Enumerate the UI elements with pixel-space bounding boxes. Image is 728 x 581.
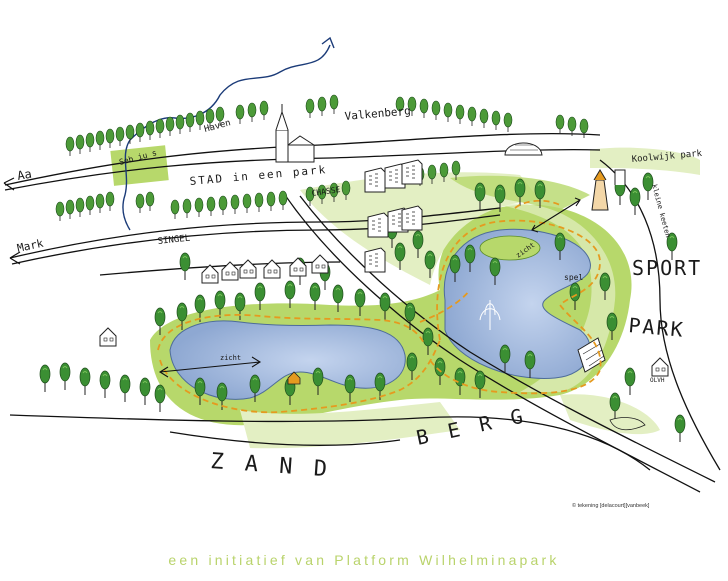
footer-text: een initiatief van Platform Wilhelminapa…: [168, 552, 560, 568]
label-zand: Z A N D: [210, 449, 332, 482]
direction-arrows: [3, 177, 21, 265]
island: [479, 235, 541, 261]
label-aa: Aa: [16, 167, 33, 183]
label-park: PARK: [628, 313, 686, 342]
credit-text: © tekening [delacourt][vanbeek]: [572, 502, 650, 509]
water-tower-icon: [591, 169, 626, 211]
bridge: [609, 417, 646, 431]
walking-path: [157, 199, 602, 414]
label-zicht-west: zicht: [220, 354, 241, 362]
label-kleine-keeten: kleine keeten: [650, 183, 672, 238]
buildings: [99, 104, 669, 431]
river: [122, 44, 331, 231]
label-olvh: OLVH: [650, 377, 665, 384]
label-valkenberg: Valkenberg: [344, 104, 411, 123]
label-spel: spel: [564, 273, 583, 282]
fountain-icon: [479, 300, 501, 330]
east-lake: [443, 228, 591, 379]
fort-icon: [504, 142, 543, 156]
church-icon: [275, 104, 315, 163]
label-mark: Mark: [16, 237, 45, 255]
view-arrows: [158, 197, 581, 378]
label-stad-in-een-park: STAD in een park: [189, 163, 328, 188]
pavilion-icon: [577, 337, 606, 373]
label-sport: SPORT: [632, 256, 702, 280]
orange-house: [287, 371, 301, 385]
label-singel: SINGEL: [157, 234, 190, 247]
label-chasse: CHASSE: [311, 185, 341, 198]
